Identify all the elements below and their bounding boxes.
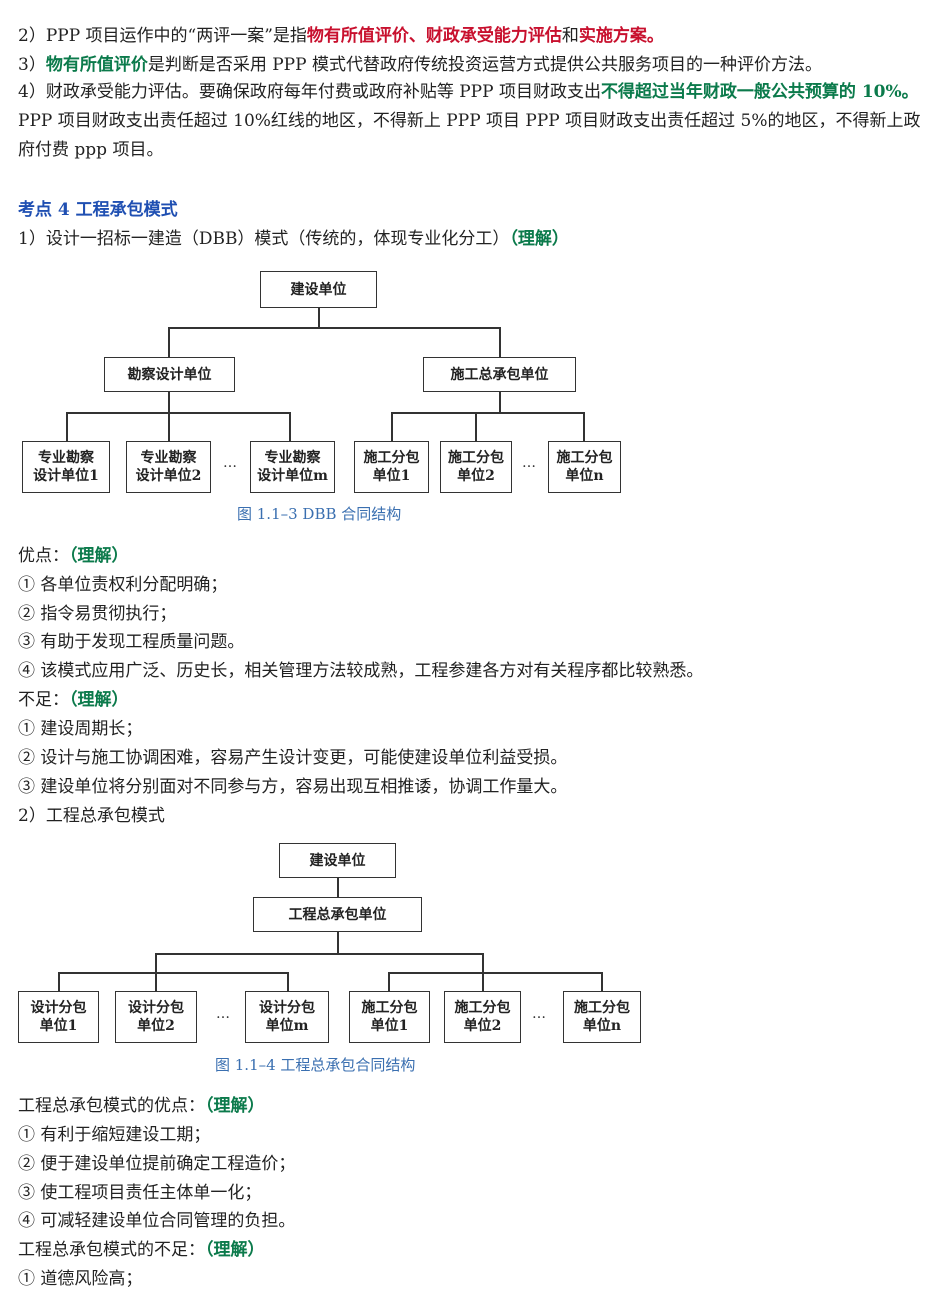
dis1-title-text: 不足： (18, 690, 69, 710)
gc-disadvantages-title: 工程总承包模式的不足：（理解） (18, 1238, 928, 1262)
dbb-advantages-title: 优点：（理解） (18, 544, 928, 568)
gc-right-ellipsis: … (532, 1006, 546, 1022)
dbb-owner-box: 建设单位 (260, 271, 377, 308)
gc-design-sub-m-box: 设计分包 单位m (245, 991, 329, 1043)
dbb-sub-unit-n-box: 施工分包 单位n (548, 441, 621, 493)
list-item: ① 各单位责权利分配明确； (18, 575, 228, 595)
gc-left-ellipsis: … (216, 1006, 230, 1022)
dbb-figure-caption: 图 1.1–3 DBB 合同结构 (237, 505, 402, 523)
para3-text: 是判断是否采用 PPP 模式代替政府传统投资运营方式提供公共服务项目的一种评价方… (147, 55, 822, 75)
gc-figure-caption: 图 1.1–4 工程总承包合同结构 (215, 1056, 416, 1074)
gc-general-contractor-box: 工程总承包单位 (253, 897, 422, 932)
para2-highlight-2: 实施方案。 (578, 26, 664, 46)
adv2-title-text: 工程总承包模式的优点： (18, 1096, 205, 1116)
list-item: ③ 有助于发现工程质量问题。 (18, 632, 245, 652)
para3-highlight: 物有所值评价 (45, 55, 148, 75)
list-item: ① 有利于缩短建设工期； (18, 1125, 211, 1145)
dbb-general-contractor-box: 施工总承包单位 (423, 357, 576, 392)
dis2-title-text: 工程总承包模式的不足： (18, 1240, 205, 1260)
dbb-heading: 1）设计一招标一建造（DBB）模式（传统的，体现专业化分工）（理解） (18, 227, 928, 251)
para4-text: PPP 项目财政支出责任超过 10%红线的地区，不得新上 PPP 项目 PPP … (18, 111, 921, 160)
dbb-disadvantages-title: 不足：（理解） (18, 688, 928, 712)
gc-heading: 2）工程总承包模式 (18, 806, 165, 826)
gc-construction-sub-2-box: 施工分包 单位2 (444, 991, 521, 1043)
para4-prefix: 4）财政承受能力评估。要确保政府每年付费或政府补贴等 PPP 项目财政支出 (18, 82, 601, 102)
gc-design-sub-1-box: 设计分包 单位1 (18, 991, 99, 1043)
dbb-survey-design-box: 勘察设计单位 (104, 357, 235, 392)
adv1-title-text: 优点： (18, 546, 69, 566)
dbb-survey-unit-2-box: 专业勘察 设计单位2 (126, 441, 211, 493)
list-item: ① 建设周期长； (18, 719, 143, 739)
gc-advantages-title: 工程总承包模式的优点：（理解） (18, 1094, 928, 1118)
list-item: ② 指令易贯彻执行； (18, 604, 177, 624)
dbb-understand-tag: （理解） (509, 229, 569, 249)
para2-mid: 和 (561, 26, 579, 46)
para2-text: 2）PPP 项目运作中的“两评一案”是指 (18, 26, 307, 46)
para3-prefix: 3） (18, 55, 46, 75)
para-two-evaluations: 2）PPP 项目运作中的“两评一案”是指物有所值评价、财政承受能力评估和实施方案… (18, 24, 928, 48)
section-title: 考点 4 工程承包模式 (18, 200, 178, 220)
dis2-tag: （理解） (205, 1240, 265, 1260)
para2-highlight-1: 物有所值评价、财政承受能力评估 (306, 26, 562, 46)
gc-design-sub-2-box: 设计分包 单位2 (115, 991, 197, 1043)
dbb-survey-unit-1-box: 专业勘察 设计单位1 (22, 441, 110, 493)
gc-construction-sub-n-box: 施工分包 单位n (563, 991, 641, 1043)
dbb-left-ellipsis: … (223, 455, 237, 471)
para4-highlight: 不得超过当年财政一般公共预算的 10%。 (600, 82, 919, 102)
dis1-tag: （理解） (69, 690, 129, 710)
dbb-heading-text: 1）设计一招标一建造（DBB）模式（传统的，体现专业化分工） (18, 229, 510, 249)
para-value-for-money: 3）物有所值评价是判断是否采用 PPP 模式代替政府传统投资运营方式提供公共服务… (18, 53, 928, 77)
dbb-sub-unit-1-box: 施工分包 单位1 (354, 441, 429, 493)
list-item: ① 道德风险高； (18, 1269, 143, 1289)
list-item: ② 便于建设单位提前确定工程造价； (18, 1154, 296, 1174)
list-item: ② 设计与施工协调困难，容易产生设计变更，可能使建设单位利益受损。 (18, 748, 568, 768)
para-fiscal-capacity: 4）财政承受能力评估。要确保政府每年付费或政府补贴等 PPP 项目财政支出不得超… (18, 78, 928, 165)
gc-construction-sub-1-box: 施工分包 单位1 (349, 991, 430, 1043)
list-item: ③ 建设单位将分别面对不同参与方，容易出现互相推诿，协调工作量大。 (18, 777, 568, 797)
list-item: ③ 使工程项目责任主体单一化； (18, 1183, 262, 1203)
dbb-right-ellipsis: … (522, 455, 536, 471)
dbb-sub-unit-2-box: 施工分包 单位2 (440, 441, 512, 493)
adv1-tag: （理解） (69, 546, 129, 566)
list-item: ④ 该模式应用广泛、历史长，相关管理方法较成熟，工程参建各方对有关程序都比较熟悉… (18, 661, 704, 681)
gc-owner-box: 建设单位 (279, 843, 396, 878)
dbb-survey-unit-m-box: 专业勘察 设计单位m (250, 441, 335, 493)
adv2-tag: （理解） (205, 1096, 265, 1116)
list-item: ④ 可减轻建设单位合同管理的负担。 (18, 1211, 296, 1231)
